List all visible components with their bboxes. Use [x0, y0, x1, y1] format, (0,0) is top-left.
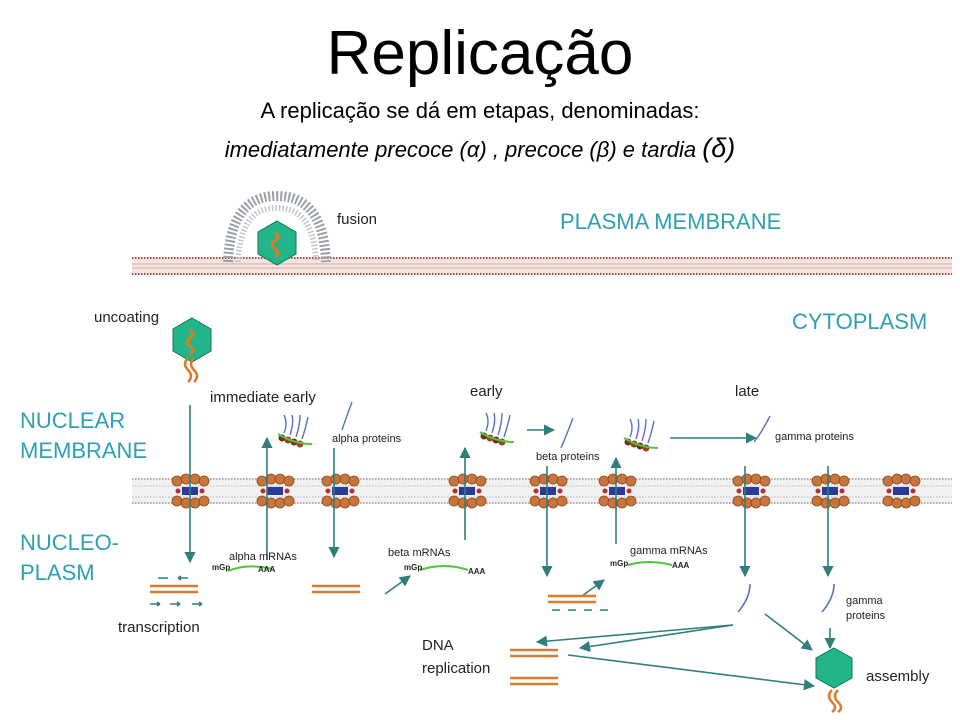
- gamma-protein-squiggles: [737, 583, 835, 613]
- assembly-label: assembly: [866, 668, 930, 685]
- dna-replication-label-1: DNA: [422, 637, 454, 654]
- ribosome-beta: [479, 412, 515, 447]
- phase-early-label: early: [470, 383, 503, 400]
- alpha-mrna-cap: mGp: [212, 563, 230, 572]
- alpha-mrna-tail: AAA: [258, 565, 276, 574]
- gamma-mrnas-label: gamma mRNAs: [630, 545, 708, 557]
- protein-alpha-squiggle: [341, 401, 353, 431]
- phase-late-label: late: [735, 383, 759, 400]
- mrna-gamma: [627, 561, 673, 566]
- dna-replication-label-2: replication: [422, 660, 490, 677]
- slide-subtitle-line1: A replicação se dá em etapas, denominada…: [260, 98, 700, 123]
- mrna-alpha: [227, 565, 273, 572]
- gamma-proteins-label: gamma proteins: [775, 431, 854, 443]
- ribosome-gamma: [623, 418, 659, 453]
- nucleoplasm-label-2: PLASM: [20, 560, 95, 585]
- uncoating-capsid: [171, 316, 213, 383]
- assembled-virion: [815, 647, 853, 714]
- plasma-membrane-label: PLASMA MEMBRANE: [560, 209, 781, 234]
- transcription-dna: [148, 575, 608, 611]
- phase-immediate-early-label: immediate early: [210, 389, 316, 406]
- beta-mrnas-label: beta mRNAs: [388, 547, 451, 559]
- subtitle-delta: (δ): [702, 133, 736, 163]
- cytoplasm-label: CYTOPLASM: [792, 309, 927, 334]
- fusion-label: fusion: [337, 211, 377, 228]
- nucleoplasm-label-1: NUCLEO-: [20, 530, 119, 555]
- beta-mrna-tail: AAA: [468, 567, 486, 576]
- gamma-proteins-nuc-label-2: proteins: [846, 610, 886, 622]
- ribosome-alpha: [277, 414, 313, 449]
- plasma-membrane: [132, 257, 952, 275]
- mrna-beta: [419, 565, 469, 571]
- beta-proteins-label: beta proteins: [536, 451, 600, 463]
- subtitle-phases-text: imediatamente precoce (α) , precoce (β) …: [224, 137, 697, 162]
- alpha-mrnas-label: alpha mRNAs: [229, 551, 297, 563]
- nuclear-membrane-label-2: MEMBRANE: [20, 438, 147, 463]
- nuclear-membrane-label-1: NUCLEAR: [20, 408, 125, 433]
- gamma-proteins-nuc-label-1: gamma: [846, 595, 884, 607]
- protein-beta-squiggle: [560, 417, 574, 449]
- slide-subtitle-line2: imediatamente precoce (α) , precoce (β) …: [0, 128, 960, 170]
- gamma-mrna-tail: AAA: [672, 561, 690, 570]
- replicating-dna: [508, 648, 560, 686]
- protein-gamma-squiggle: [753, 415, 771, 443]
- beta-mrna-cap: mGp: [404, 563, 422, 572]
- gamma-mrna-cap: mGp: [610, 559, 628, 568]
- flow-arrows: [184, 405, 836, 691]
- fusion-vesicle: [223, 190, 331, 267]
- slide-title: Replicação: [326, 19, 634, 88]
- transcription-label: transcription: [118, 619, 200, 636]
- alpha-proteins-label: alpha proteins: [332, 433, 402, 445]
- uncoating-label: uncoating: [94, 309, 159, 326]
